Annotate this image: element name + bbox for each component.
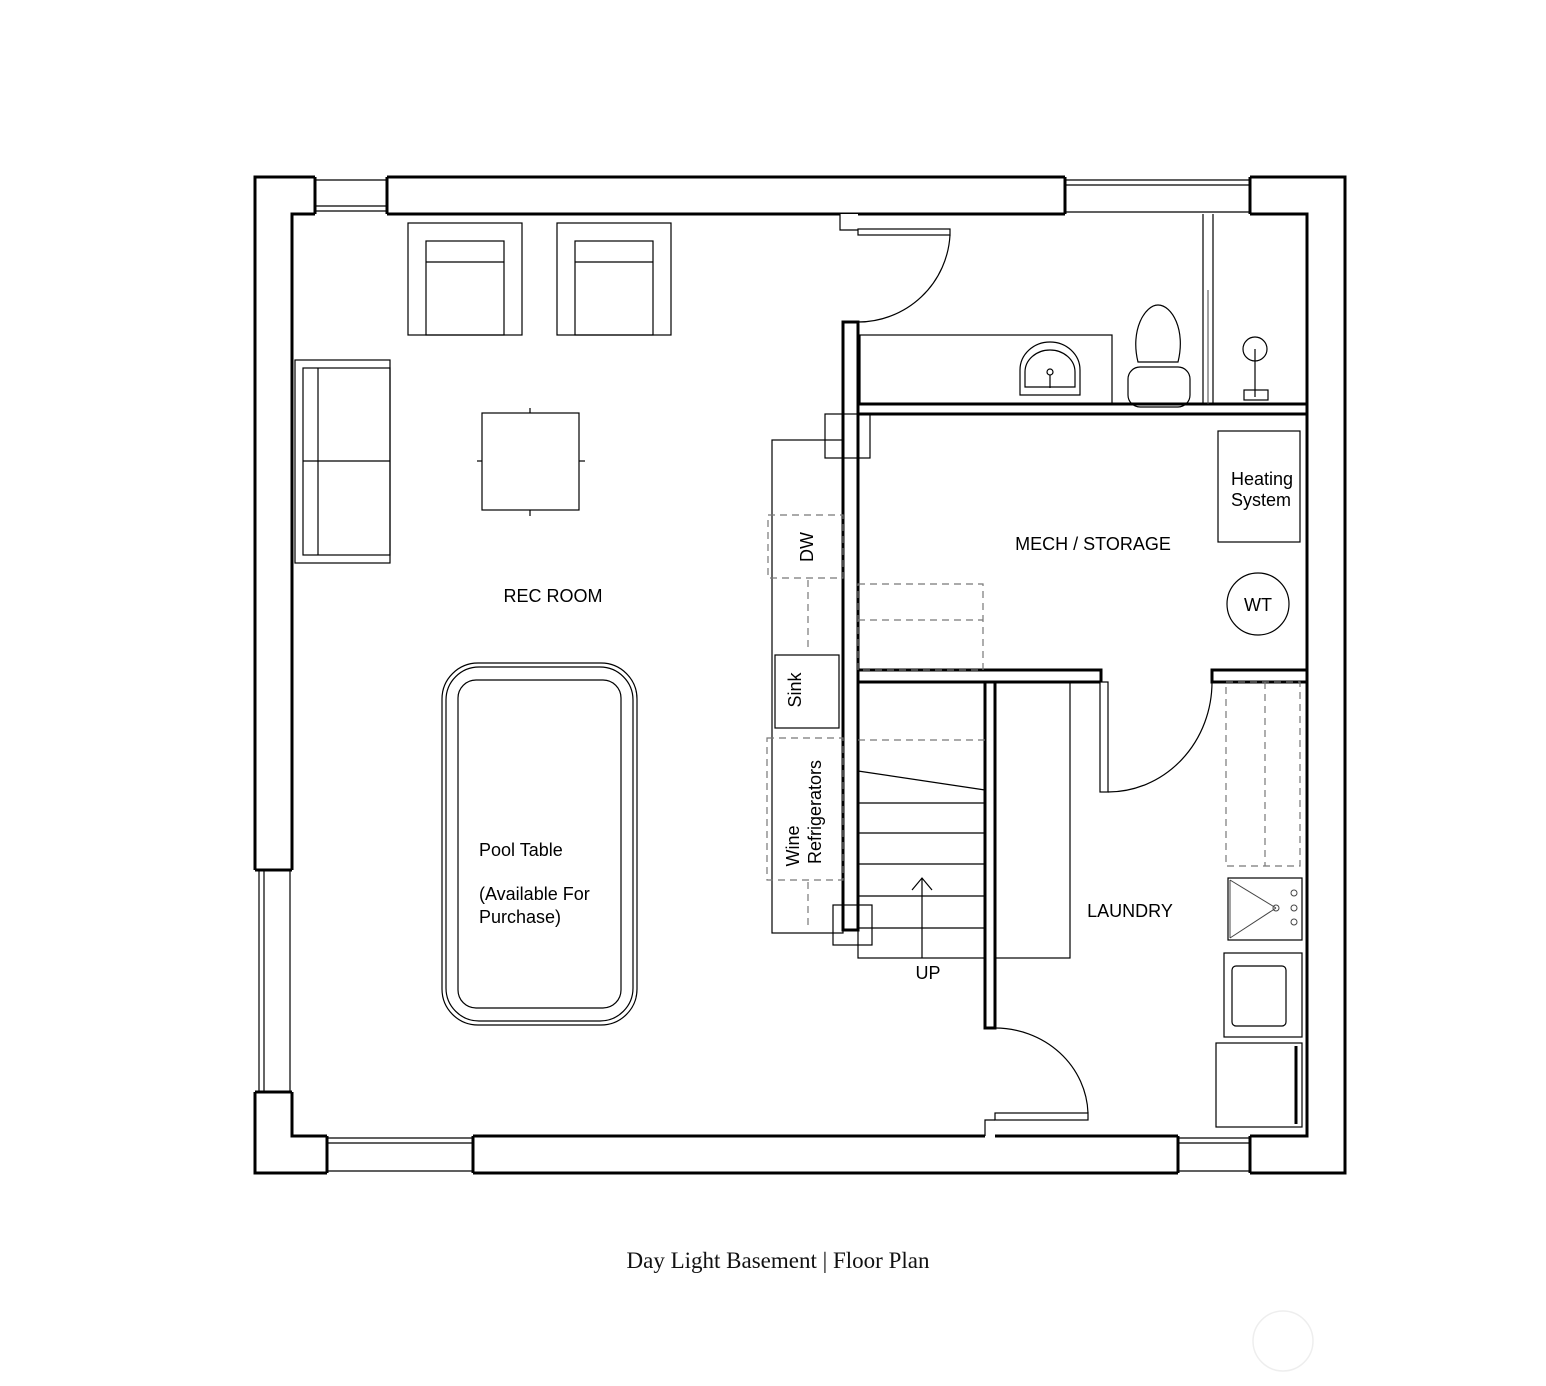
bathroom-sink (1019, 341, 1081, 396)
room-label-laundry: LAUNDRY (1087, 901, 1173, 921)
water-tank-label: WT (1244, 595, 1272, 615)
coffee-table (477, 408, 585, 516)
window-bottom-left (325, 1134, 475, 1175)
dishwasher-label: DW (797, 532, 817, 562)
window-bottom-right (1176, 1134, 1252, 1175)
heating-label-2: System (1231, 490, 1291, 510)
rec-furniture (294, 222, 672, 1026)
plan-caption: Day Light Basement | Floor Plan (627, 1248, 930, 1273)
door-mech (1099, 681, 1213, 793)
room-label-rec-room: REC ROOM (504, 586, 603, 606)
dryer (1215, 1042, 1303, 1128)
pool-table-note-1: (Available For (479, 884, 590, 904)
windows (253, 175, 1252, 1175)
shower-head (1242, 336, 1269, 401)
wine-label-2: Refrigerators (805, 760, 825, 864)
laundry-fixtures (994, 681, 1303, 1128)
heating-label-1: Heating (1231, 469, 1293, 489)
window-top-right (1063, 175, 1252, 216)
utility-sink (1227, 877, 1303, 941)
toilet (1127, 304, 1191, 408)
arrow-up-icon (911, 877, 933, 958)
sofa (294, 359, 391, 564)
washer (1223, 952, 1303, 1038)
mech-equipment (1217, 430, 1301, 636)
pool-table-note-2: Purchase) (479, 907, 561, 927)
sink-label: Sink (785, 671, 805, 707)
pool-table-label: Pool Table (479, 840, 563, 860)
pool-table (441, 662, 638, 1026)
room-label-mech-storage: MECH / STORAGE (1015, 534, 1171, 554)
door-laundry (994, 1027, 1089, 1121)
door-bathroom (857, 228, 951, 323)
armchair (556, 222, 672, 336)
wet-bar (766, 413, 873, 946)
bathroom-fixtures (859, 304, 1269, 408)
armchair (407, 222, 523, 336)
window-left (253, 868, 294, 1094)
faint-circle-mark (1252, 1310, 1314, 1372)
window-top-left (313, 175, 389, 216)
wine-label-1: Wine (783, 825, 803, 866)
stairs-label: UP (915, 963, 940, 983)
doors (857, 228, 1213, 1121)
stairs (857, 583, 986, 959)
